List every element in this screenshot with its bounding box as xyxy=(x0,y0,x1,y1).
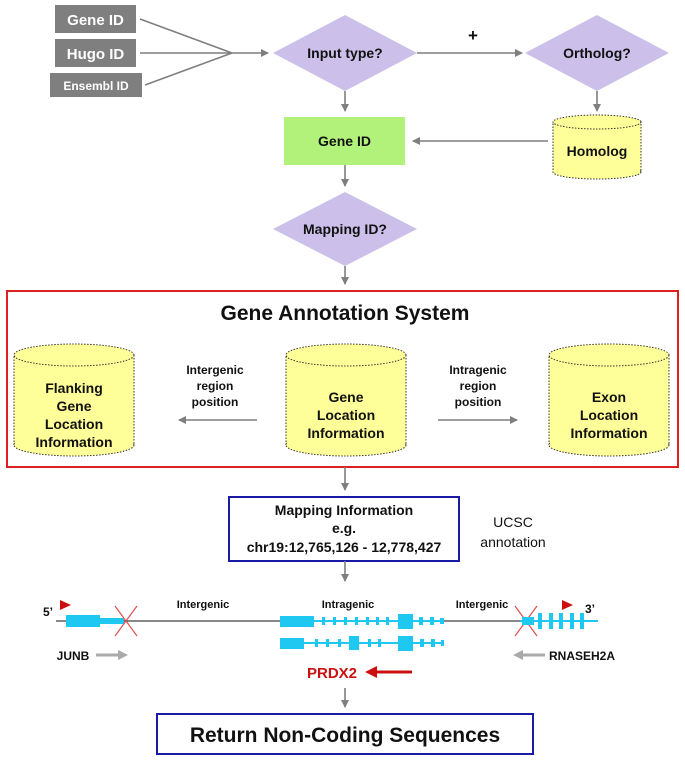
rnaseh2a-gene-model xyxy=(514,600,598,637)
mapping-info-coordinates: chr19:12,765,126 - 12,778,427 xyxy=(247,539,442,555)
mapping-information-box: Mapping Information e.g. chr19:12,765,12… xyxy=(228,496,460,562)
svg-text:region: region xyxy=(197,379,234,393)
mapping-id-label: Mapping ID? xyxy=(303,221,387,237)
junb-gene-model xyxy=(60,600,138,637)
ensembl-id-input-label: Ensembl ID xyxy=(63,79,129,93)
input-converge-connector xyxy=(139,18,269,86)
svg-text:position: position xyxy=(455,395,502,409)
annotation-system-title: Gene Annotation System xyxy=(221,302,470,325)
gene-location-database: Gene Location Information xyxy=(285,343,407,457)
homolog-label: Homolog xyxy=(567,143,628,159)
prdx2-label: PRDX2 xyxy=(307,665,357,682)
exon-label-line3: Information xyxy=(571,425,648,441)
plus-symbol: + xyxy=(468,26,478,45)
hugo-id-input-box: Hugo ID xyxy=(55,39,136,67)
svg-text:annotation: annotation xyxy=(480,534,545,550)
intragenic-position-label: Intragenic region position xyxy=(449,363,507,409)
five-prime-label: 5’ xyxy=(43,605,53,619)
input-type-decision: Input type? xyxy=(273,15,417,91)
ortholog-decision: Ortholog? xyxy=(525,15,669,91)
three-prime-label: 3’ xyxy=(585,602,595,616)
flanking-label-line2: Gene xyxy=(56,398,91,414)
flanking-label-line1: Flanking xyxy=(45,380,103,396)
svg-text:Intergenic: Intergenic xyxy=(186,363,244,377)
result-box: Return Non-Coding Sequences xyxy=(156,713,534,755)
hugo-id-input-label: Hugo ID xyxy=(67,46,125,63)
result-label: Return Non-Coding Sequences xyxy=(190,724,500,747)
ortholog-label: Ortholog? xyxy=(563,45,631,61)
svg-text:region: region xyxy=(460,379,497,393)
gene-annotation-system: Gene Annotation System xyxy=(6,290,679,468)
homolog-database: Homolog xyxy=(552,114,642,180)
svg-text:position: position xyxy=(192,395,239,409)
exon-label-line2: Location xyxy=(580,407,638,423)
gene-location-label-line1: Gene xyxy=(328,389,363,405)
gene-id-node-label: Gene ID xyxy=(318,133,371,149)
prdx2-gene-model xyxy=(280,614,444,651)
intergenic-left-label: Intergenic xyxy=(177,599,230,611)
intragenic-label: Intragenic xyxy=(322,599,375,611)
rnaseh2a-label: RNASEH2A xyxy=(549,649,615,663)
intergenic-right-label: Intergenic xyxy=(456,599,509,611)
flanking-label-line3: Location xyxy=(45,416,103,432)
mapping-info-eg: e.g. xyxy=(332,520,356,536)
ensembl-id-input-box: Ensembl ID xyxy=(50,73,142,97)
rnaseh2a-direction-arrow xyxy=(513,650,545,660)
rnaseh2a-start-marker xyxy=(562,600,573,610)
mapping-id-decision: Mapping ID? xyxy=(273,192,417,266)
svg-text:Intragenic: Intragenic xyxy=(449,363,507,377)
ucsc-annotation-label: UCSC annotation xyxy=(480,514,545,550)
mapping-info-title: Mapping Information xyxy=(275,502,413,518)
intergenic-position-label: Intergenic region position xyxy=(186,363,244,409)
gene-id-input-box: Gene ID xyxy=(55,5,136,33)
flanking-gene-database: Flanking Gene Location Information xyxy=(13,343,135,457)
junb-label: JUNB xyxy=(57,649,90,663)
exon-location-database: Exon Location Information xyxy=(548,343,670,457)
input-type-label: Input type? xyxy=(307,45,382,61)
svg-text:UCSC: UCSC xyxy=(493,514,533,530)
exon-label-line1: Exon xyxy=(592,389,626,405)
gene-location-label-line3: Information xyxy=(308,425,385,441)
flanking-label-line4: Information xyxy=(36,434,113,450)
gene-location-label-line2: Location xyxy=(317,407,375,423)
junb-direction-arrow xyxy=(96,650,128,660)
genome-track: 5’ 3’ Intergenic Intragenic Intergenic xyxy=(43,599,615,682)
junb-start-marker xyxy=(60,600,71,610)
gene-id-node: Gene ID xyxy=(284,117,405,165)
prdx2-direction-arrow xyxy=(365,666,412,678)
gene-id-input-label: Gene ID xyxy=(67,12,124,29)
